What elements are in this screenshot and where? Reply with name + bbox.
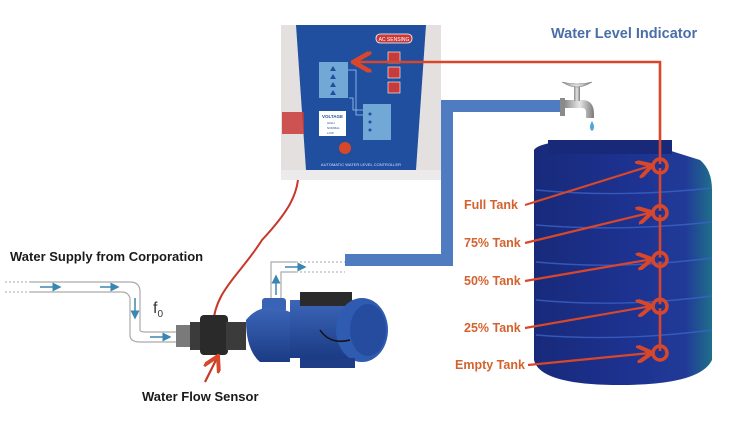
level-label-empty: Empty Tank: [455, 358, 525, 372]
water-supply-label: Water Supply from Corporation: [10, 249, 204, 264]
flow-sensor-label: Water Flow Sensor: [142, 389, 259, 404]
level-label-75: 75% Tank: [464, 236, 521, 250]
level-pointer-arrow: [527, 353, 650, 367]
lower-tank-display: [363, 104, 391, 140]
level-probe-center: [658, 164, 662, 168]
flow-symbol: f: [153, 300, 158, 317]
inlet-pipe: [5, 281, 180, 343]
level-label-full: Full Tank: [464, 198, 518, 212]
sensor-pointer-arrow: [205, 358, 217, 383]
level-pointer-arrow: [524, 260, 650, 283]
voltage-title: VOLTAGE: [322, 114, 343, 119]
ac-sensing-badge: [375, 33, 413, 44]
level-pointer-arrow: [524, 166, 650, 207]
sensor-wire: [212, 179, 299, 326]
level-pointer-arrow: [524, 213, 650, 245]
water-pump-icon: [246, 292, 388, 368]
ac-sensing-text: AC SENSING: [379, 37, 410, 43]
flow-subscript: 0: [157, 309, 164, 321]
voltage-normal: NORMAL: [327, 126, 340, 130]
level-wire: [356, 62, 662, 355]
level-probe-center: [658, 257, 662, 262]
flow-sensor-icon: [176, 315, 246, 355]
level-probe-icon: [651, 157, 669, 175]
controller-panel: AC SENSING VOLTAGE HIGH NORMAL LOW AUTOM…: [281, 25, 441, 180]
water-tap-icon: [560, 81, 594, 131]
level-probes: [524, 157, 669, 367]
level-probe-icon: [651, 297, 669, 315]
level-probe-icon: [651, 204, 669, 222]
level-label-50: 50% Tank: [464, 274, 521, 288]
diagram-title: Water Level Indicator: [551, 26, 698, 42]
outlet-pipe: [345, 100, 562, 266]
flow-rate-symbol: f0: [153, 300, 163, 320]
water-tank-icon: [534, 140, 713, 385]
voltage-low: LOW: [327, 131, 334, 135]
controller-footer: AUTOMATIC WATER LEVEL CONTROLLER: [321, 162, 401, 167]
level-probe-icon: [651, 344, 669, 362]
voltage-high: HIGH: [327, 121, 335, 125]
level-probe-icon: [651, 250, 669, 269]
level-label-25: 25% Tank: [464, 321, 521, 335]
level-probe-center: [658, 351, 662, 355]
brand-logo-icon: [339, 142, 351, 154]
level-probe-center: [658, 304, 662, 309]
level-probe-center: [658, 210, 662, 215]
level-pointer-arrow: [524, 306, 650, 330]
panel-side-label: [282, 112, 304, 134]
